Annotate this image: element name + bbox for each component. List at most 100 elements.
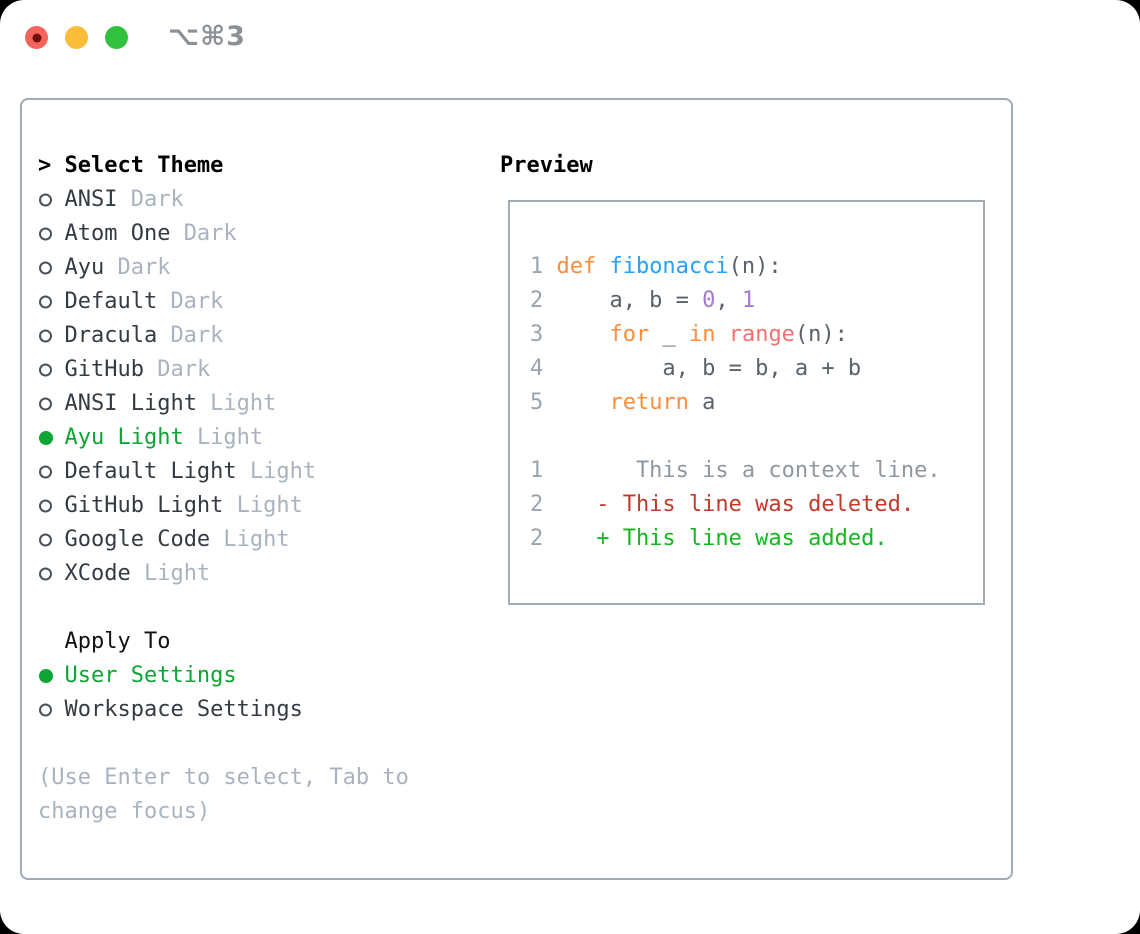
radio-icon [38, 217, 64, 251]
radio-icon [38, 387, 64, 421]
code-line: 3 for _ in range(n): [530, 318, 983, 352]
theme-name: ANSI [64, 187, 118, 212]
code-token: _ [649, 322, 689, 347]
zoom-button-icon[interactable] [105, 26, 128, 49]
preview-title: Preview [500, 153, 593, 178]
apply-to-option-label: Workspace Settings [64, 697, 303, 722]
theme-variant: Light [196, 425, 264, 450]
radio-icon [38, 455, 64, 489]
spacer [38, 591, 478, 625]
theme-list-title: > Select Theme [38, 149, 478, 183]
theme-name: Default [64, 289, 158, 314]
theme-variant: Light [210, 391, 277, 416]
code-token: - This line was deleted. [556, 492, 915, 517]
apply-to-option[interactable]: Workspace Settings [38, 693, 478, 727]
theme-option[interactable]: GitHub Dark [38, 353, 478, 387]
line-number: 4 [530, 356, 544, 381]
theme-variant: Dark [170, 289, 224, 314]
radio-icon [38, 421, 64, 455]
theme-name: ANSI Light [64, 391, 197, 416]
code-token: , [715, 288, 742, 313]
theme-option[interactable]: Google Code Light [38, 523, 478, 557]
radio-icon [38, 319, 64, 353]
close-button-icon[interactable] [25, 26, 48, 49]
indent [38, 625, 64, 659]
cursor-icon: > [38, 153, 52, 178]
code-token: (n): [728, 254, 782, 279]
code-token [556, 322, 609, 347]
apply-to-option[interactable]: User Settings [38, 659, 478, 693]
theme-variant: Dark [170, 323, 224, 348]
theme-option[interactable]: Ayu Light Light [38, 421, 478, 455]
code-token: fibonacci [609, 254, 729, 279]
theme-variant: Dark [130, 187, 184, 212]
code-token: a, b = [556, 288, 703, 313]
code-token: 0 [702, 288, 716, 313]
code-token: a [688, 390, 716, 415]
theme-variant: Dark [157, 357, 211, 382]
code-token: in [688, 322, 716, 347]
apply-to-list: User Settings Workspace Settings [38, 659, 478, 727]
radio-icon [38, 489, 64, 523]
theme-variant: Light [223, 527, 290, 552]
radio-icon [38, 183, 64, 217]
titlebar [25, 26, 128, 49]
line-number: 2 [530, 526, 544, 551]
radio-icon [38, 659, 64, 693]
keyboard-hint: (Use Enter to select, Tab to change focu… [38, 765, 409, 824]
theme-list-title-label: Select Theme [64, 153, 224, 178]
code-token: (n): [794, 322, 848, 347]
radio-icon [38, 557, 64, 591]
code-token: 1 [741, 288, 756, 313]
code-token: a, b = b, a + b [556, 356, 862, 381]
radio-icon [38, 285, 64, 319]
theme-option[interactable]: Default Dark [38, 285, 478, 319]
code-line: 1 This is a context line. [530, 454, 983, 488]
code-line: 5 return a [530, 386, 983, 420]
code-line: 2 a, b = 0, 1 [530, 284, 983, 318]
blank-line [530, 420, 983, 454]
theme-option[interactable]: ANSI Dark [38, 183, 478, 217]
apply-to-title-label: Apply To [64, 629, 171, 654]
theme-variant: Light [143, 561, 211, 586]
theme-variant: Light [249, 459, 317, 484]
theme-variant: Dark [117, 255, 171, 280]
theme-option[interactable]: Ayu Dark [38, 251, 478, 285]
code-line: 4 a, b = b, a + b [530, 352, 983, 386]
code-line: 2 + This line was added. [530, 522, 983, 556]
line-number: 2 [530, 492, 544, 517]
apply-to-title: Apply To [38, 625, 478, 659]
radio-icon [38, 353, 64, 387]
code-token: return [609, 390, 689, 415]
theme-name: Atom One [64, 221, 171, 246]
radio-icon [38, 523, 64, 557]
theme-name: GitHub [64, 357, 144, 382]
line-number: 5 [530, 390, 544, 415]
theme-name: Google Code [64, 527, 211, 552]
apply-to-option-label: User Settings [64, 663, 237, 688]
theme-option[interactable]: ANSI Light Light [38, 387, 478, 421]
line-number: 2 [530, 288, 544, 313]
line-number: 1 [530, 458, 544, 483]
line-number: 1 [530, 254, 544, 279]
theme-name: Ayu [64, 255, 105, 280]
code-token: for [609, 322, 650, 347]
code-token: This is a context line. [556, 458, 941, 483]
code-line: 2 - This line was deleted. [530, 488, 983, 522]
window-shortcut-label: ⌥⌘3 [168, 21, 246, 52]
theme-name: GitHub Light [64, 493, 224, 518]
radio-icon [38, 693, 64, 727]
minimize-button-icon[interactable] [65, 26, 88, 49]
close-dot-icon [32, 33, 41, 42]
line-number: 3 [530, 322, 544, 347]
theme-name: Ayu Light [64, 425, 184, 450]
